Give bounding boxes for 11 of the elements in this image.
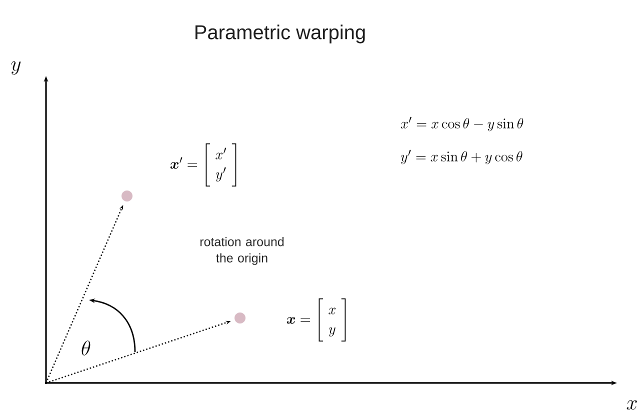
- point-marker: [234, 312, 246, 324]
- point-marker: [122, 190, 132, 202]
- vector-formula: $\boldsymbol{x}' = \left[\begin{array}{c} x' \\ y' \end{array}\right]$: [170, 143, 236, 187]
- title: Parametric warping: [196, 24, 365, 44]
- math-label: $x' = x\cos\theta - y\sin\theta$: [400, 116, 524, 132]
- math-label: $\theta$: [82, 340, 90, 356]
- annotation-text: rotation around the origin: [200, 237, 284, 265]
- vector-formula: $\boldsymbol{x} = \left[\begin{array}{c} x \\ y \end{array}\right]$: [286, 298, 346, 342]
- math-label: $y' = x\sin\theta + y\cos\theta$: [400, 150, 522, 164]
- math-label: $y$: [11, 61, 21, 75]
- math-label: $x$: [626, 400, 637, 410]
